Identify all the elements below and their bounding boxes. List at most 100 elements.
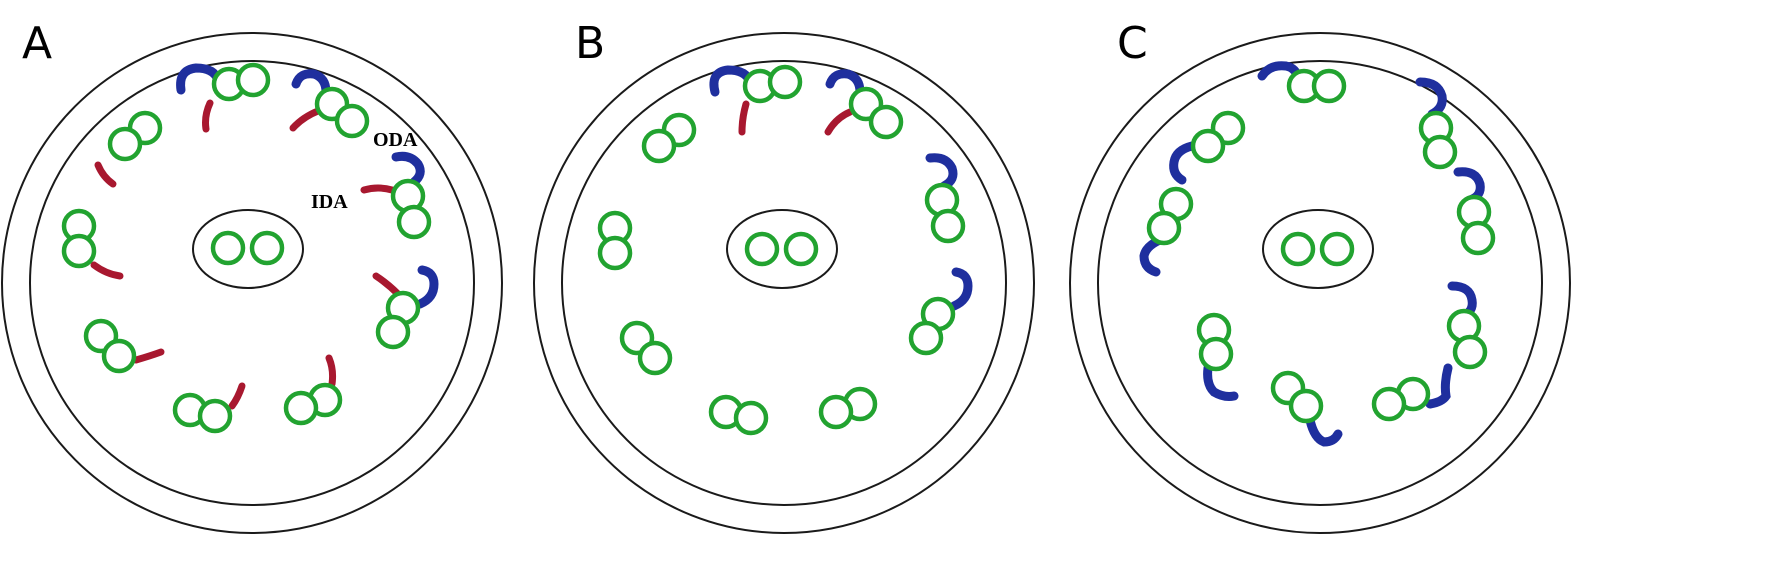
outer-doublet bbox=[818, 386, 878, 430]
outer-dynein-arm bbox=[291, 69, 331, 97]
central-microtubule bbox=[1319, 231, 1355, 267]
outer-dynein-arm bbox=[415, 265, 439, 309]
b-tubule bbox=[197, 398, 233, 434]
outer-dynein-arm bbox=[825, 69, 865, 97]
outer-dynein-arm bbox=[949, 267, 973, 311]
inner-dynein-arm bbox=[90, 261, 124, 280]
outer-doublet bbox=[1453, 167, 1496, 256]
outer-doublet bbox=[641, 112, 697, 164]
ida-label: IDA bbox=[311, 191, 348, 213]
outer-doublet bbox=[908, 267, 973, 356]
b-tubule bbox=[733, 400, 769, 436]
inner-dynein-arm bbox=[824, 108, 854, 136]
panel-label-a: A bbox=[22, 18, 52, 69]
outer-doublet bbox=[924, 153, 966, 244]
outer-dynein-arm bbox=[176, 63, 223, 95]
outer-doublet bbox=[283, 354, 343, 426]
b-tubule bbox=[818, 394, 854, 430]
outer-doublet bbox=[1169, 110, 1246, 185]
inner-dynein-arm bbox=[372, 272, 402, 298]
outer-doublet bbox=[1446, 281, 1488, 370]
b-tubule bbox=[1288, 388, 1324, 424]
outer-doublet bbox=[1196, 312, 1239, 401]
inner-dynein-arm bbox=[132, 348, 165, 364]
b-tubule bbox=[1460, 220, 1496, 256]
b-tubule bbox=[283, 390, 319, 426]
outer-doublet bbox=[83, 318, 165, 374]
inner-dynein-arm bbox=[228, 382, 246, 410]
b-tubule bbox=[1371, 386, 1407, 422]
b-tubule bbox=[1422, 134, 1458, 170]
ciliary-membrane bbox=[1069, 32, 1571, 534]
outer-doublet bbox=[360, 151, 432, 240]
b-tubule bbox=[1198, 336, 1234, 372]
central-microtubule bbox=[744, 231, 780, 267]
outer-dynein-arm bbox=[1169, 141, 1197, 185]
inner-dynein-arm bbox=[360, 184, 396, 194]
oda-label: ODA bbox=[373, 129, 418, 151]
inner-dynein-arm bbox=[94, 161, 117, 188]
outer-dynein-arm bbox=[1425, 363, 1453, 409]
outer-doublet bbox=[709, 64, 803, 136]
b-tubule bbox=[1452, 334, 1488, 370]
central-microtubule bbox=[210, 230, 246, 266]
outer-doublet bbox=[1139, 186, 1194, 277]
outer-doublet bbox=[172, 382, 246, 434]
b-tubule bbox=[1311, 68, 1347, 104]
axoneme-boundary bbox=[561, 60, 1007, 506]
outer-dynein-arm bbox=[925, 153, 958, 191]
outer-doublet bbox=[61, 208, 124, 280]
outer-doublet bbox=[94, 110, 163, 188]
central-pair-sheath bbox=[192, 209, 304, 289]
b-tubule bbox=[101, 338, 137, 374]
outer-doublet bbox=[289, 69, 370, 139]
outer-doublet bbox=[1257, 61, 1347, 104]
b-tubule bbox=[375, 314, 411, 350]
outer-dynein-arm bbox=[1305, 415, 1343, 447]
panel-label-c: C bbox=[1117, 18, 1148, 69]
central-pair-sheath bbox=[1262, 209, 1374, 289]
inner-dynein-arm bbox=[325, 354, 337, 388]
outer-doublet bbox=[619, 320, 673, 376]
central-microtubule bbox=[249, 230, 285, 266]
outer-dynein-arm bbox=[1139, 235, 1165, 277]
b-tubule bbox=[334, 103, 370, 139]
outer-dynein-arm bbox=[1415, 77, 1447, 119]
outer-dynein-arm bbox=[1203, 363, 1239, 401]
b-tubule bbox=[235, 62, 271, 98]
panel-label-b: B bbox=[575, 18, 605, 69]
inner-dynein-arm bbox=[738, 100, 750, 136]
outer-dynein-arm bbox=[391, 151, 425, 187]
outer-doublet bbox=[1270, 370, 1343, 447]
b-tubule bbox=[1146, 210, 1182, 246]
b-tubule bbox=[637, 340, 673, 376]
b-tubule bbox=[908, 320, 944, 356]
panel-b: B bbox=[533, 18, 1035, 534]
outer-doublet bbox=[372, 265, 439, 350]
outer-doublet bbox=[708, 394, 769, 436]
central-microtubule bbox=[1280, 231, 1316, 267]
b-tubule bbox=[1190, 128, 1226, 164]
b-tubule bbox=[930, 208, 966, 244]
inner-dynein-arm bbox=[202, 99, 214, 133]
central-pair-sheath bbox=[726, 209, 838, 289]
b-tubule bbox=[767, 64, 803, 100]
panel-a: A ODA IDA bbox=[1, 18, 503, 534]
inner-dynein-arm bbox=[289, 107, 322, 132]
central-microtubule bbox=[783, 231, 819, 267]
outer-doublet bbox=[1371, 363, 1453, 422]
b-tubule bbox=[107, 126, 143, 162]
ciliary-membrane bbox=[533, 32, 1035, 534]
outer-doublet bbox=[824, 69, 904, 140]
panel-c: C bbox=[1069, 18, 1571, 534]
b-tubule bbox=[597, 235, 633, 271]
outer-doublet bbox=[176, 62, 271, 133]
axoneme-boundary bbox=[29, 60, 475, 506]
outer-doublet bbox=[1415, 77, 1458, 170]
b-tubule bbox=[61, 233, 97, 269]
ciliary-membrane bbox=[1, 32, 503, 534]
b-tubule bbox=[641, 128, 677, 164]
b-tubule bbox=[396, 204, 432, 240]
axoneme-boundary bbox=[1097, 60, 1543, 506]
